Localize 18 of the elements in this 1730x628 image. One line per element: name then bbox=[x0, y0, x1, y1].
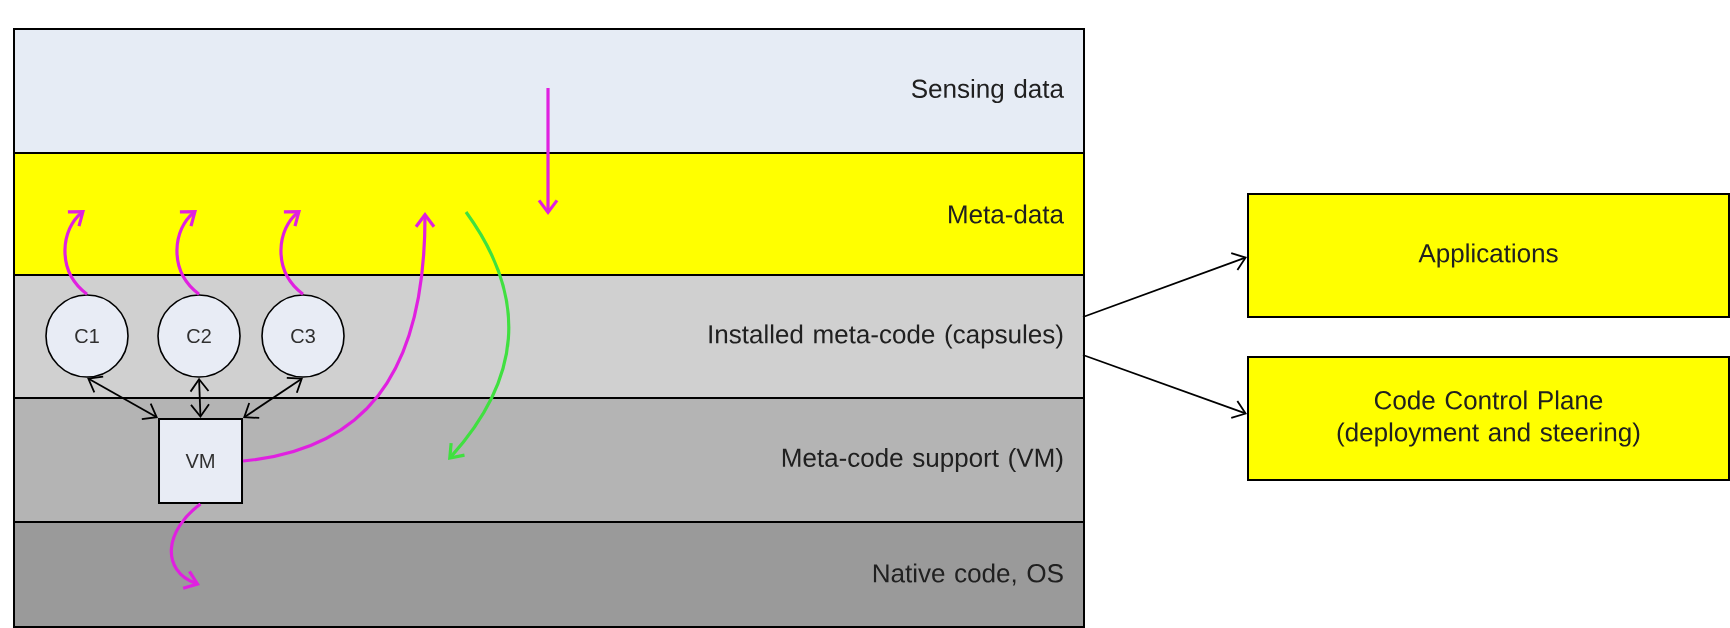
arrow bbox=[279, 210, 305, 296]
component-box: Code Control Plane (deployment and steering) bbox=[1247, 356, 1730, 481]
component-box: Applications bbox=[1247, 193, 1730, 318]
arrow bbox=[169, 502, 202, 590]
layer-band: Native code, OS bbox=[13, 521, 1085, 628]
arrow bbox=[175, 210, 201, 296]
arrow bbox=[1082, 354, 1247, 419]
arrow bbox=[537, 88, 559, 215]
arrow bbox=[1082, 252, 1247, 318]
layer-band: Sensing data bbox=[13, 28, 1085, 154]
arrow bbox=[242, 212, 436, 463]
vm-box: VM bbox=[158, 418, 243, 504]
arrow bbox=[189, 377, 210, 418]
arrow bbox=[63, 210, 89, 296]
arrow bbox=[87, 375, 158, 421]
layer-band: Meta-data bbox=[13, 152, 1085, 276]
arrow bbox=[243, 376, 303, 419]
arrow bbox=[448, 211, 511, 460]
